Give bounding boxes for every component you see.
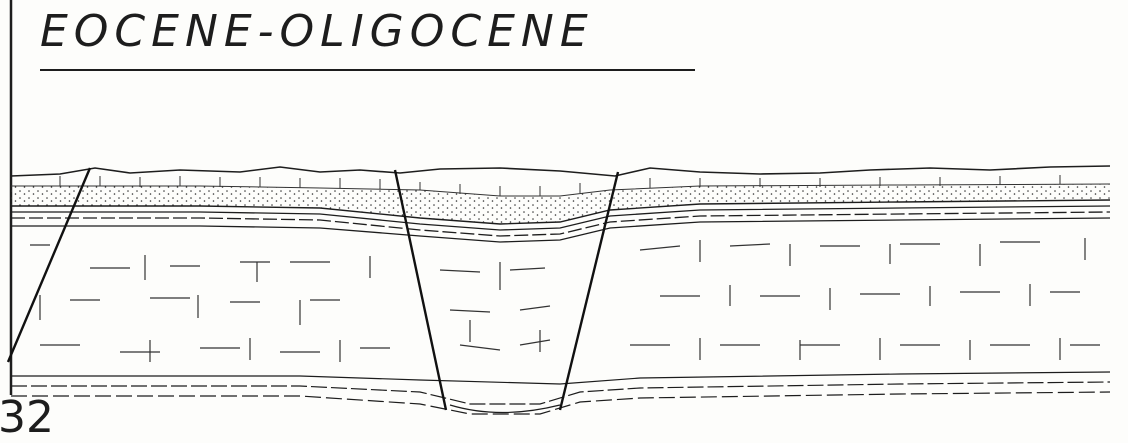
diagram-title: EOCENE-OLIGOCENE [40, 6, 594, 57]
surface-line [11, 166, 1110, 176]
title-underline [40, 69, 695, 71]
page-number: 32 [0, 396, 54, 440]
geologic-cross-section [0, 0, 1128, 421]
limestone-body [30, 238, 1100, 362]
